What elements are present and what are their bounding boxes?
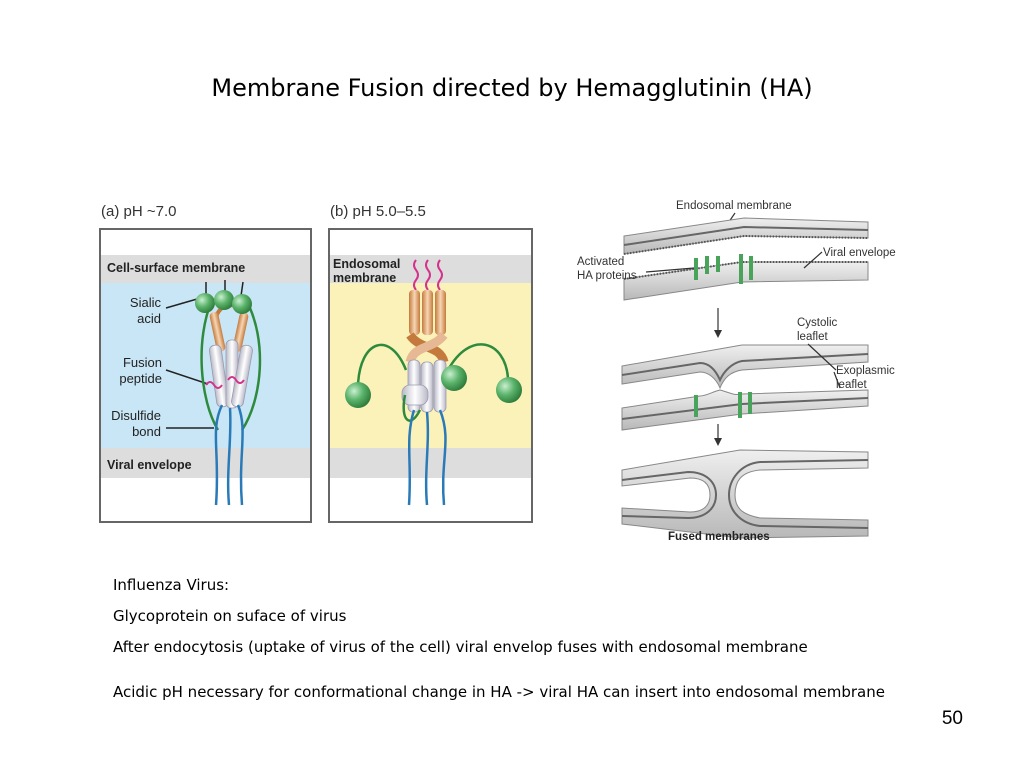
activated-ha-line2: HA proteins <box>577 270 637 282</box>
fusion-diagram: Endosomal membrane Activated HA proteins… <box>577 200 896 543</box>
endosomal-label-line1: Endosomal <box>333 257 400 271</box>
exoplasmic-line1: Exoplasmic <box>836 365 895 377</box>
cystolic-line1: Cystolic <box>797 317 838 329</box>
note-acidic-ph: Acidic pH necessary for conformational c… <box>113 683 885 701</box>
bond-label: bond <box>132 424 161 439</box>
viral-envelope-label-a: Viral envelope <box>107 458 192 472</box>
panel-b: Endosomal membrane <box>328 228 533 523</box>
cystolic-line2: leaflet <box>797 331 828 343</box>
slide-title: Membrane Fusion directed by Hemagglutini… <box>211 74 813 102</box>
endosomal-membrane-label: Endosomal membrane <box>676 200 792 212</box>
endosomal-label-line2: membrane <box>333 271 396 285</box>
acid-label: acid <box>137 311 161 326</box>
fused-membranes-label: Fused membranes <box>668 531 770 543</box>
viral-envelope-membrane-a <box>101 448 310 478</box>
page-number: 50 <box>941 708 963 729</box>
note-glycoprotein: Glycoprotein on suface of virus <box>113 607 347 625</box>
disulfide-label: Disulfide <box>111 408 161 423</box>
fusion-label: Fusion <box>123 355 162 370</box>
cell-surface-membrane <box>101 255 310 283</box>
viral-envelope-label: Viral envelope <box>823 247 896 259</box>
note-influenza: Influenza Virus: <box>113 576 230 594</box>
activated-ha-line1: Activated <box>577 256 624 268</box>
endosomal-membrane-b <box>330 255 531 283</box>
viral-envelope-membrane-b <box>330 448 531 478</box>
panel-a-caption: (a) pH ~7.0 <box>101 203 176 220</box>
panel-a: Cell-surface membrane Viral envelope Sia… <box>99 228 312 523</box>
notes: Influenza Virus: Glycoprotein on suface … <box>113 570 885 708</box>
peptide-label: peptide <box>119 371 162 386</box>
panel-b-caption: (b) pH 5.0–5.5 <box>330 203 426 220</box>
sialic-label: Sialic <box>130 295 162 310</box>
exoplasmic-line2: leaflet <box>836 379 867 391</box>
note-endocytosis: After endocytosis (uptake of virus of th… <box>113 638 808 656</box>
cell-surface-membrane-label: Cell-surface membrane <box>107 261 245 275</box>
